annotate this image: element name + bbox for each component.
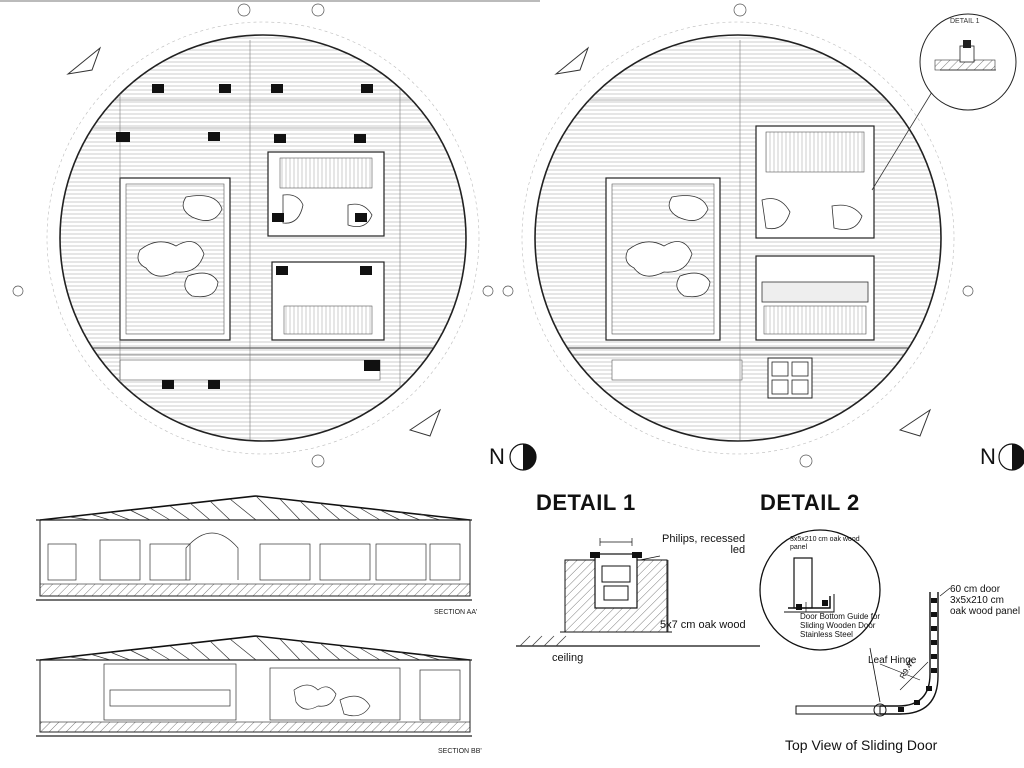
north-arrow-left: [509, 443, 537, 471]
section-aa: [36, 495, 472, 601]
detail-2-guide-note: Door Bottom Guide for Sliding Wooden Doo…: [800, 612, 881, 639]
detail-bubble: [919, 13, 1017, 111]
detail-1-ceiling-note: ceiling: [552, 652, 584, 664]
section-bb-label: SECTION BB': [438, 748, 482, 755]
detail-1-wood-note: 5x7 cm oak wood: [660, 619, 746, 631]
detail-1-title: DETAIL 1: [536, 490, 636, 515]
section-bb: [36, 635, 472, 737]
detail-1-fixture-note: Philips, recessed led: [662, 533, 746, 556]
floor-plan-left: [12, 3, 494, 468]
detail-2-caption: Top View of Sliding Door: [785, 737, 938, 753]
floor-plan-right: [502, 3, 974, 468]
detail-bubble-label: DETAIL 1: [950, 18, 980, 25]
detail-2-panel-note: 3x5x210 cm oak wood panel: [790, 536, 860, 551]
detail-2-door-note: 60 cm door 3x5x210 cm oak wood panel: [950, 584, 1021, 617]
detail-1-drawing: [516, 538, 760, 647]
detail-2-drawing: [759, 529, 951, 717]
detail-2-title: DETAIL 2: [760, 490, 860, 515]
detail-2-hinge-note: Leaf Hinge: [868, 655, 917, 666]
north-label-left: N: [489, 444, 505, 469]
north-arrow-right: [998, 443, 1024, 471]
section-aa-label: SECTION AA': [434, 609, 478, 616]
north-label-right: N: [980, 444, 996, 469]
